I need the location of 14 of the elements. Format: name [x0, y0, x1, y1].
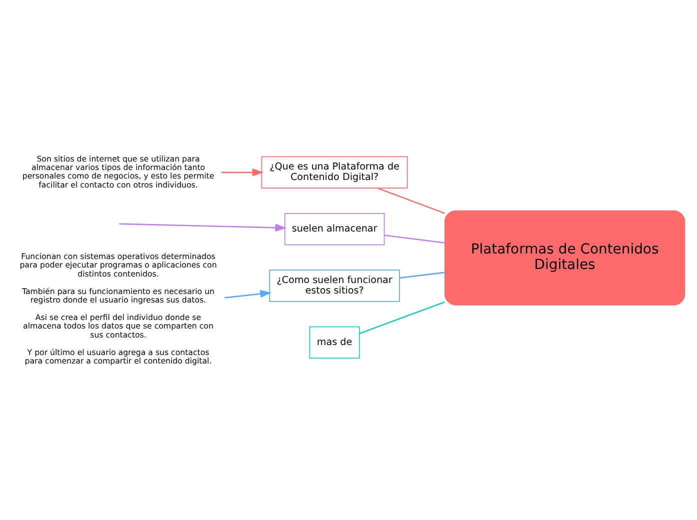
node-box: ¿Que es una Plataforma de Contenido Digital?	[261, 156, 408, 188]
connector	[359, 300, 446, 334]
node-box: mas de	[309, 326, 360, 358]
connector	[377, 187, 445, 214]
arrow	[224, 289, 272, 298]
node-text: Funcionan con sistemas operativos determinados para poder ejecutar programas o aplicaciones con distintos contenidos. También para su funcionamiento es necesario un registro donde el usuario ingresas sus datos. Asi se crea el perfil del individuo donde se almacena todos los datos que se comparten con sus contactos. Y por último el usuario agrega a sus contactos para comenzar a compartir el contenido digital.	[20, 251, 217, 366]
node-box: suelen almacenar	[284, 212, 385, 245]
connector	[384, 234, 445, 244]
arrow	[119, 222, 287, 232]
arrow	[221, 168, 264, 176]
connector	[400, 271, 445, 278]
node-text: Son sitios de internet que se utilizan para almacenar varios tipos de información tanto personales como de negocios, y esto les permite facilitar el contacto con otros individuos.	[22, 154, 214, 189]
node-box: Plataformas de Contenidos Digitales	[444, 210, 686, 305]
node-box: ¿Como suelen funcionar estos sitios?	[269, 269, 400, 302]
